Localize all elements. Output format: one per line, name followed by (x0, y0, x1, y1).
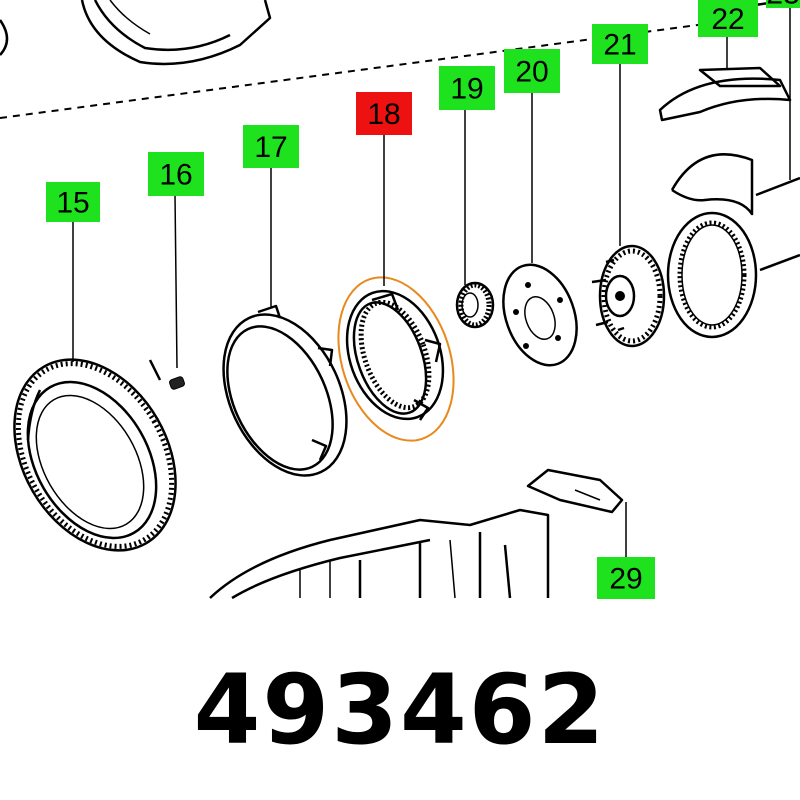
callout-labels: 15 16 17 18 19 20 21 22 23 29 (46, 0, 800, 599)
part-18-ring-gear (345, 289, 445, 421)
callout-label-22: 22 (698, 0, 758, 37)
callout-text-19: 19 (450, 73, 483, 106)
part-21-carrier (591, 244, 666, 348)
callout-label-23: 23 (766, 0, 800, 11)
part-19-pinion (455, 281, 495, 329)
callout-label-18: 18 (356, 92, 412, 135)
housing-top-fragment (0, 0, 272, 66)
callout-label-21: 21 (592, 24, 648, 64)
callout-box-16 (148, 152, 204, 196)
callout-box-18 (356, 92, 412, 135)
callout-text-20: 20 (515, 56, 548, 89)
callout-text-29: 29 (609, 563, 642, 596)
callout-label-29: 29 (597, 557, 655, 599)
part-number: 493462 (193, 654, 607, 766)
leader-lines (72, 5, 791, 558)
assembly-axis-line (0, 21, 721, 119)
callout-box-19 (439, 66, 495, 110)
part-18-highlight (337, 276, 455, 442)
part-20-plate (502, 263, 578, 367)
callout-text-18: 18 (367, 98, 400, 131)
callout-label-19: 19 (439, 66, 495, 110)
callout-label-16: 16 (148, 152, 204, 196)
housing-bottom-fragment (209, 468, 624, 600)
callout-label-20: 20 (504, 49, 560, 93)
callout-text-16: 16 (159, 159, 192, 192)
part-15-ring (13, 358, 177, 552)
callout-text-22: 22 (711, 3, 744, 36)
callout-box-21 (592, 24, 648, 64)
callout-box-17 (243, 125, 299, 168)
callout-label-15: 15 (46, 182, 100, 222)
callout-text-23: 23 (766, 0, 799, 11)
callout-box-23 (766, 0, 800, 8)
callout-text-17: 17 (254, 131, 287, 164)
part-22-23-assembly (658, 0, 800, 339)
callout-text-15: 15 (56, 187, 89, 220)
callout-box-29 (597, 557, 655, 599)
callout-box-22 (698, 0, 758, 37)
callout-box-20 (504, 49, 560, 93)
callout-box-15 (46, 182, 100, 222)
part-16-pin (169, 376, 185, 390)
part-17-ring (222, 304, 348, 477)
callout-text-21: 21 (603, 29, 636, 62)
callout-label-17: 17 (243, 125, 299, 168)
